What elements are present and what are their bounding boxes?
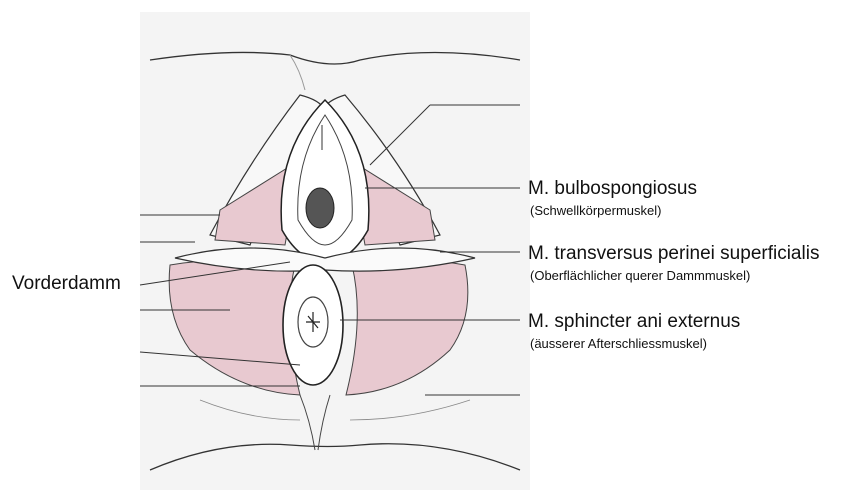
label-transversus-sub: (Oberflächlicher querer Dammmuskel) [530, 268, 750, 283]
vaginal-opening [306, 188, 334, 228]
label-sphincter: M. sphincter ani externus [528, 311, 740, 333]
label-transversus: M. transversus perinei superficialis [528, 243, 819, 265]
label-sphincter-sub: (äusserer Afterschliessmuskel) [530, 336, 707, 351]
label-vorderdamm: Vorderdamm [12, 273, 121, 295]
label-bulbospongiosus-sub: (Schwellkörpermuskel) [530, 203, 661, 218]
label-bulbospongiosus: M. bulbospongiosus [528, 178, 697, 200]
